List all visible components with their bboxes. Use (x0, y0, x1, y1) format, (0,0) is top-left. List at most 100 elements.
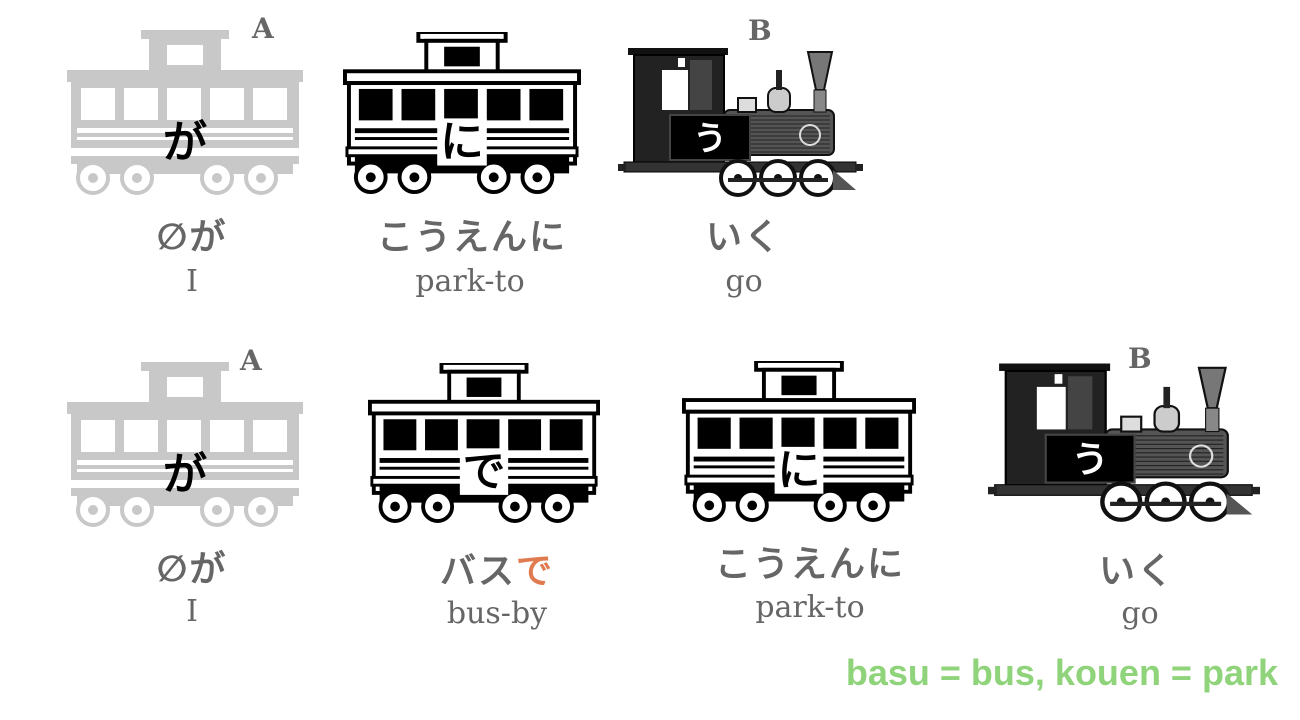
car-wheel-hub (390, 501, 400, 512)
particle-backdrop (459, 448, 509, 495)
label-jp: こうえんに (376, 217, 568, 258)
label-jp: こうえんに (714, 544, 906, 585)
locomotive-row2: う (988, 355, 1260, 523)
loco-cab-roof (628, 48, 728, 55)
car-window (253, 420, 287, 452)
car-window (508, 419, 542, 451)
car-window (167, 88, 201, 120)
car-wheel-hub (132, 505, 142, 515)
car-stripe (77, 137, 293, 140)
locomotive-row1: う (618, 40, 863, 198)
car-window (529, 88, 564, 121)
car-window (739, 417, 773, 449)
car-particle: が (163, 117, 207, 168)
marker-a: A (252, 12, 274, 45)
label-en: park-to (415, 264, 525, 299)
label-en: go (1121, 596, 1159, 631)
car-cab-window (466, 377, 502, 397)
car-window (697, 417, 731, 449)
loco-sandbox (1120, 415, 1143, 433)
car-particle: に (778, 446, 821, 496)
loco-cab-roof (999, 363, 1111, 371)
car-ni-row2: に (682, 359, 916, 522)
loco-buffer (1251, 486, 1260, 495)
label-jp: ∅が (156, 217, 228, 258)
car-window (358, 88, 393, 121)
label-en: I (186, 264, 198, 299)
car-window (167, 420, 201, 452)
car-roof-top (141, 362, 229, 371)
loco-side-panel (1044, 433, 1136, 484)
loco-cab-rear-window (1067, 376, 1093, 430)
car-ni-row1: に (343, 30, 581, 194)
car-wheel-hub (88, 173, 98, 183)
label-jp: ∅が (156, 549, 228, 590)
car-cab-window (167, 45, 203, 65)
car-window (124, 88, 158, 120)
loco-particle: う (1071, 439, 1109, 481)
car-window (865, 417, 899, 449)
car-wheel-hub (868, 500, 878, 511)
car-roof (67, 70, 303, 82)
loco-cab-window (662, 70, 688, 110)
car-window (383, 419, 417, 451)
car-window (253, 88, 287, 120)
car-cab-window (167, 377, 203, 397)
car-wheel-hub (432, 501, 443, 512)
car-window (124, 420, 158, 452)
bell-icon (1054, 374, 1063, 384)
marker-b: B (748, 14, 772, 47)
loco-whistle (776, 70, 782, 90)
loco-cowcatcher (833, 170, 856, 190)
car-stripe (77, 460, 293, 465)
label-en: bus-by (446, 596, 548, 631)
label-jp-highlight: で (516, 551, 555, 592)
loco-cab-rear-window (690, 60, 712, 110)
label-en: I (186, 594, 198, 629)
train-graphic: が (67, 362, 303, 527)
car-particle: が (163, 449, 207, 500)
car-window (444, 88, 478, 121)
car-wheel-hub (365, 172, 376, 183)
label-jp: いく (1098, 551, 1176, 592)
loco-buffer (855, 164, 863, 171)
car-de-row2: で (368, 361, 600, 523)
loco-smokestack (1197, 366, 1227, 410)
loco-whistle (1163, 386, 1171, 409)
train-graphic: う (988, 363, 1260, 522)
car-window (81, 88, 115, 120)
train-graphic: で (368, 361, 600, 523)
car-window (549, 419, 583, 451)
car-cab-window (781, 375, 817, 396)
boiler-emblem (1188, 444, 1214, 468)
car-roof-top (141, 30, 229, 39)
boiler-emblem (799, 124, 821, 146)
car-wheel-hub (704, 500, 715, 511)
car-particle: に (440, 118, 484, 168)
car-ga-row1: が (65, 30, 305, 195)
loco-stack-base (1205, 407, 1220, 433)
car-window (401, 88, 436, 121)
car-wheel-hub (532, 172, 543, 183)
car-cab-window (444, 46, 480, 67)
car-window (81, 420, 115, 452)
loco-cowcatcher (1226, 493, 1253, 515)
loco-particle: う (693, 119, 727, 159)
car-wheel-hub (747, 500, 758, 511)
car-wheel-hub (488, 172, 499, 183)
label-en: go (725, 264, 763, 299)
car-wheel-hub (825, 500, 836, 511)
car-sill (69, 148, 301, 156)
car-wheel-hub (510, 501, 520, 512)
loco-dome (767, 87, 791, 113)
marker-a: A (240, 344, 262, 377)
label-jp-bus-de: バスで (440, 542, 554, 594)
car-wheel-hub (256, 173, 266, 183)
car-wheel-hub (88, 505, 98, 515)
train-graphic: う (618, 48, 863, 197)
bell-icon (678, 58, 685, 67)
particle-backdrop (437, 118, 487, 166)
train-graphic: に (682, 359, 916, 522)
train-graphic: が (67, 30, 303, 195)
car-window (425, 419, 458, 451)
